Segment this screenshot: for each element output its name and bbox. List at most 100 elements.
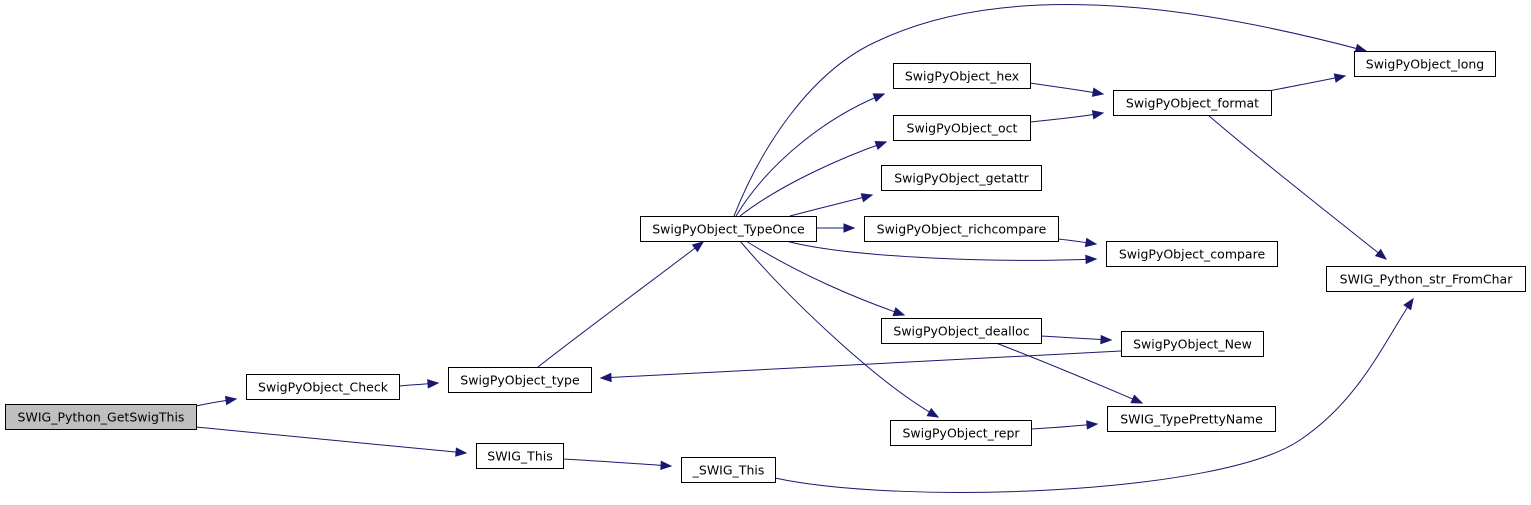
arrowhead-icon <box>860 193 874 203</box>
node-label: SwigPyObject_type <box>460 373 580 388</box>
node-box <box>448 367 592 393</box>
arrowhead-icon <box>1333 73 1347 83</box>
node-SwigPyObject_richcompare[interactable]: SwigPyObject_richcompare <box>864 216 1059 242</box>
edges-layer <box>195 4 1414 493</box>
node-label: SwigPyObject_New <box>1133 337 1252 352</box>
node-box <box>476 443 564 469</box>
node-label: _SWIG_This <box>692 463 765 478</box>
edge-line <box>562 458 672 467</box>
edge-line <box>1029 112 1104 123</box>
node-label: SwigPyObject_Check <box>258 380 389 395</box>
node-_SWIG_This[interactable]: _SWIG_This <box>681 457 776 483</box>
arrowhead-icon <box>599 372 612 383</box>
edge-SwigPyObject_TypeOnce-to-SwigPyObject_getattr <box>789 193 874 217</box>
arrowhead-icon <box>926 407 940 418</box>
arrowhead-icon <box>1091 87 1105 97</box>
node-label: SwigPyObject_richcompare <box>877 222 1047 237</box>
edge-line <box>739 141 887 217</box>
node-SWIG_Python_str_FromChar[interactable]: SWIG_Python_str_FromChar <box>1326 266 1526 292</box>
node-box <box>1326 266 1526 292</box>
node-box <box>893 115 1031 141</box>
arrowhead-icon <box>1086 420 1099 430</box>
node-box <box>881 318 1042 344</box>
edge-line <box>774 298 1414 493</box>
node-SWIG_TypePrettyName[interactable]: SWIG_TypePrettyName <box>1107 406 1276 432</box>
node-SwigPyObject_hex[interactable]: SwigPyObject_hex <box>893 63 1031 89</box>
node-box <box>881 165 1042 191</box>
node-box <box>890 420 1032 446</box>
arrowhead-icon <box>1100 334 1113 345</box>
node-SwigPyObject_type[interactable]: SwigPyObject_type <box>448 367 592 393</box>
node-SwigPyObject_dealloc[interactable]: SwigPyObject_dealloc <box>881 318 1042 344</box>
edge-SwigPyObject_richcompare-to-SwigPyObject_compare <box>1057 237 1098 248</box>
edge-line <box>735 93 885 217</box>
edge-line <box>1029 82 1104 95</box>
node-SwigPyObject_compare[interactable]: SwigPyObject_compare <box>1106 241 1278 267</box>
node-box <box>1121 331 1264 357</box>
edge-line <box>745 240 905 316</box>
edge-SWIG_Python_GetSwigThis-to-SwigPyObject_Check <box>195 395 238 407</box>
node-label: SWIG_TypePrettyName <box>1120 412 1263 427</box>
node-label: SwigPyObject_format <box>1126 96 1259 111</box>
node-box <box>5 404 197 430</box>
node-box <box>640 216 817 242</box>
edge-line <box>733 4 1367 217</box>
arrowhead-icon <box>691 241 705 253</box>
arrowhead-icon <box>1084 237 1098 248</box>
node-SWIG_This[interactable]: SWIG_This <box>476 443 564 469</box>
edge-SwigPyObject_TypeOnce-to-SwigPyObject_hex <box>735 93 886 217</box>
arrowhead-icon <box>892 307 906 317</box>
arrowhead-icon <box>1403 297 1414 311</box>
edge-SWIG_This-to-_SWIG_This <box>562 458 673 471</box>
edge-line <box>600 350 1122 379</box>
edge-SWIG_Python_GetSwigThis-to-SWIG_This <box>195 426 468 457</box>
edge-SwigPyObject_TypeOnce-to-SwigPyObject_richcompare <box>816 223 856 233</box>
node-SwigPyObject_getattr[interactable]: SwigPyObject_getattr <box>881 165 1042 191</box>
node-SwigPyObject_TypeOnce[interactable]: SwigPyObject_TypeOnce <box>640 216 817 242</box>
node-box <box>893 63 1031 89</box>
edge-SwigPyObject_TypeOnce-to-SwigPyObject_oct <box>739 140 888 217</box>
node-box <box>1354 51 1496 77</box>
edge-SwigPyObject_repr-to-SWIG_TypePrettyName <box>1030 420 1099 430</box>
arrowhead-icon <box>427 379 440 389</box>
node-box <box>1107 406 1276 432</box>
arrowhead-icon <box>224 395 238 406</box>
edge-line <box>537 241 704 368</box>
node-SwigPyObject_New[interactable]: SwigPyObject_New <box>1121 331 1264 357</box>
node-SwigPyObject_oct[interactable]: SwigPyObject_oct <box>893 115 1031 141</box>
node-label: SwigPyObject_compare <box>1119 247 1266 262</box>
edge-line <box>1040 335 1112 341</box>
node-label: SwigPyObject_oct <box>907 121 1018 136</box>
node-label: SwigPyObject_TypeOnce <box>652 222 805 237</box>
arrowhead-icon <box>843 223 856 233</box>
node-label: SWIG_This <box>487 449 552 464</box>
edge-SwigPyObject_dealloc-to-SWIG_TypePrettyName <box>995 342 1144 404</box>
node-SwigPyObject_long[interactable]: SwigPyObject_long <box>1354 51 1496 77</box>
edge-SwigPyObject_oct-to-SwigPyObject_format <box>1029 110 1105 123</box>
node-box <box>246 374 400 400</box>
edge-line <box>195 426 467 454</box>
edge-SwigPyObject_TypeOnce-to-SwigPyObject_compare <box>785 240 1098 265</box>
edge-SwigPyObject_TypeOnce-to-SwigPyObject_repr <box>739 240 940 418</box>
arrowhead-icon <box>1374 248 1388 260</box>
node-SwigPyObject_format[interactable]: SwigPyObject_format <box>1113 90 1272 116</box>
arrowhead-icon <box>1085 254 1098 265</box>
edge-line <box>789 194 873 217</box>
edge-line <box>995 342 1143 404</box>
edge-line <box>1207 114 1387 260</box>
arrowhead-icon <box>1130 394 1144 404</box>
arrowhead-icon <box>455 447 468 457</box>
node-label: SwigPyObject_dealloc <box>893 324 1029 339</box>
edge-line <box>739 240 939 418</box>
arrowhead-icon <box>660 460 673 471</box>
edge-SwigPyObject_type-to-SwigPyObject_TypeOnce <box>537 241 705 368</box>
node-SwigPyObject_repr[interactable]: SwigPyObject_repr <box>890 420 1032 446</box>
node-label: SWIG_Python_GetSwigThis <box>18 410 185 425</box>
edge-_SWIG_This-to-SWIG_Python_str_FromChar <box>774 297 1414 493</box>
nodes-layer: SWIG_Python_GetSwigThis SwigPyObject_Chec… <box>5 51 1526 483</box>
node-label: SwigPyObject_repr <box>902 426 1020 441</box>
node-label: SwigPyObject_getattr <box>894 171 1029 186</box>
edge-SwigPyObject_format-to-SWIG_Python_str_FromChar <box>1207 114 1388 260</box>
node-SwigPyObject_Check[interactable]: SwigPyObject_Check <box>246 374 400 400</box>
